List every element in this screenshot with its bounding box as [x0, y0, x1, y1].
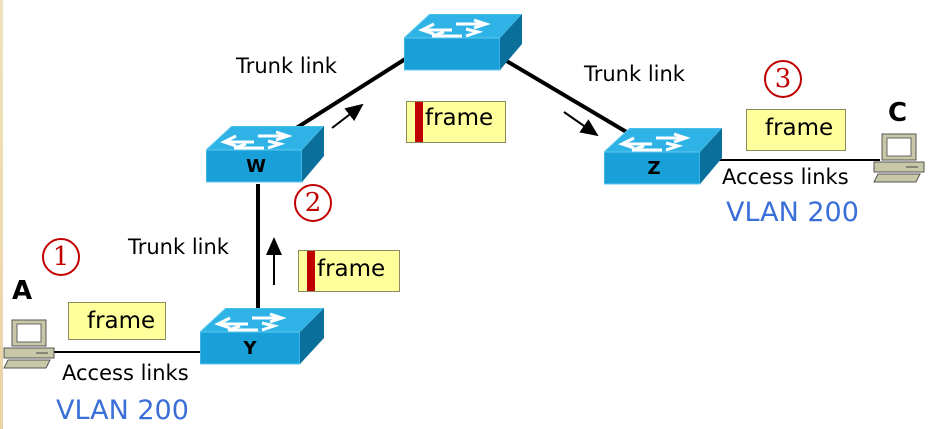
switch-icon: [204, 125, 326, 183]
trunk-link-w-top: [288, 54, 412, 134]
switch-w[interactable]: W: [204, 125, 326, 184]
access-link-label-right: Access links: [722, 165, 849, 189]
direction-arrow-ne: [331, 103, 364, 129]
trunk-link-top-z: [503, 58, 642, 142]
frame-tagged-up: frame: [298, 250, 400, 292]
step-marker-3: 3: [764, 60, 802, 98]
vlan-label-right: VLAN 200: [726, 197, 859, 228]
frame-tagged-top: frame: [406, 101, 506, 143]
trunk-link-label-w-top: Trunk link: [236, 54, 337, 78]
host-c-label: C: [888, 98, 908, 128]
vlan-tag: [307, 251, 315, 291]
vlan-label-left: VLAN 200: [56, 395, 189, 426]
switch-icon: [602, 127, 724, 185]
switch-z[interactable]: Z: [602, 127, 724, 186]
switch-top[interactable]: [402, 13, 524, 72]
switch-label: W: [246, 156, 266, 177]
frame-untagged-right: frame: [746, 109, 846, 151]
trunk-link-label-y-w: Trunk link: [128, 235, 229, 259]
host-a-label: A: [12, 276, 33, 306]
switch-icon: [402, 13, 524, 71]
page-edge: [0, 0, 3, 429]
direction-arrow-se: [563, 111, 599, 137]
computer-icon: [3, 319, 55, 369]
frame-untagged-left: frame: [68, 302, 166, 340]
step-marker-2: 2: [294, 184, 332, 222]
computer-icon: [873, 133, 925, 183]
frame-label: frame: [425, 105, 494, 131]
host-c[interactable]: [872, 132, 925, 184]
step-marker-1: 1: [42, 238, 80, 276]
frame-label: frame: [317, 256, 386, 282]
trunk-link-label-top-z: Trunk link: [584, 62, 685, 86]
vlan-tag: [415, 102, 423, 142]
switch-label: Y: [243, 338, 257, 359]
frame-label: frame: [765, 115, 834, 141]
switch-label: Z: [647, 158, 661, 179]
host-a[interactable]: [2, 318, 55, 370]
frame-label: frame: [87, 308, 156, 334]
access-link-label-left: Access links: [62, 361, 189, 385]
switch-y[interactable]: Y: [198, 307, 326, 366]
